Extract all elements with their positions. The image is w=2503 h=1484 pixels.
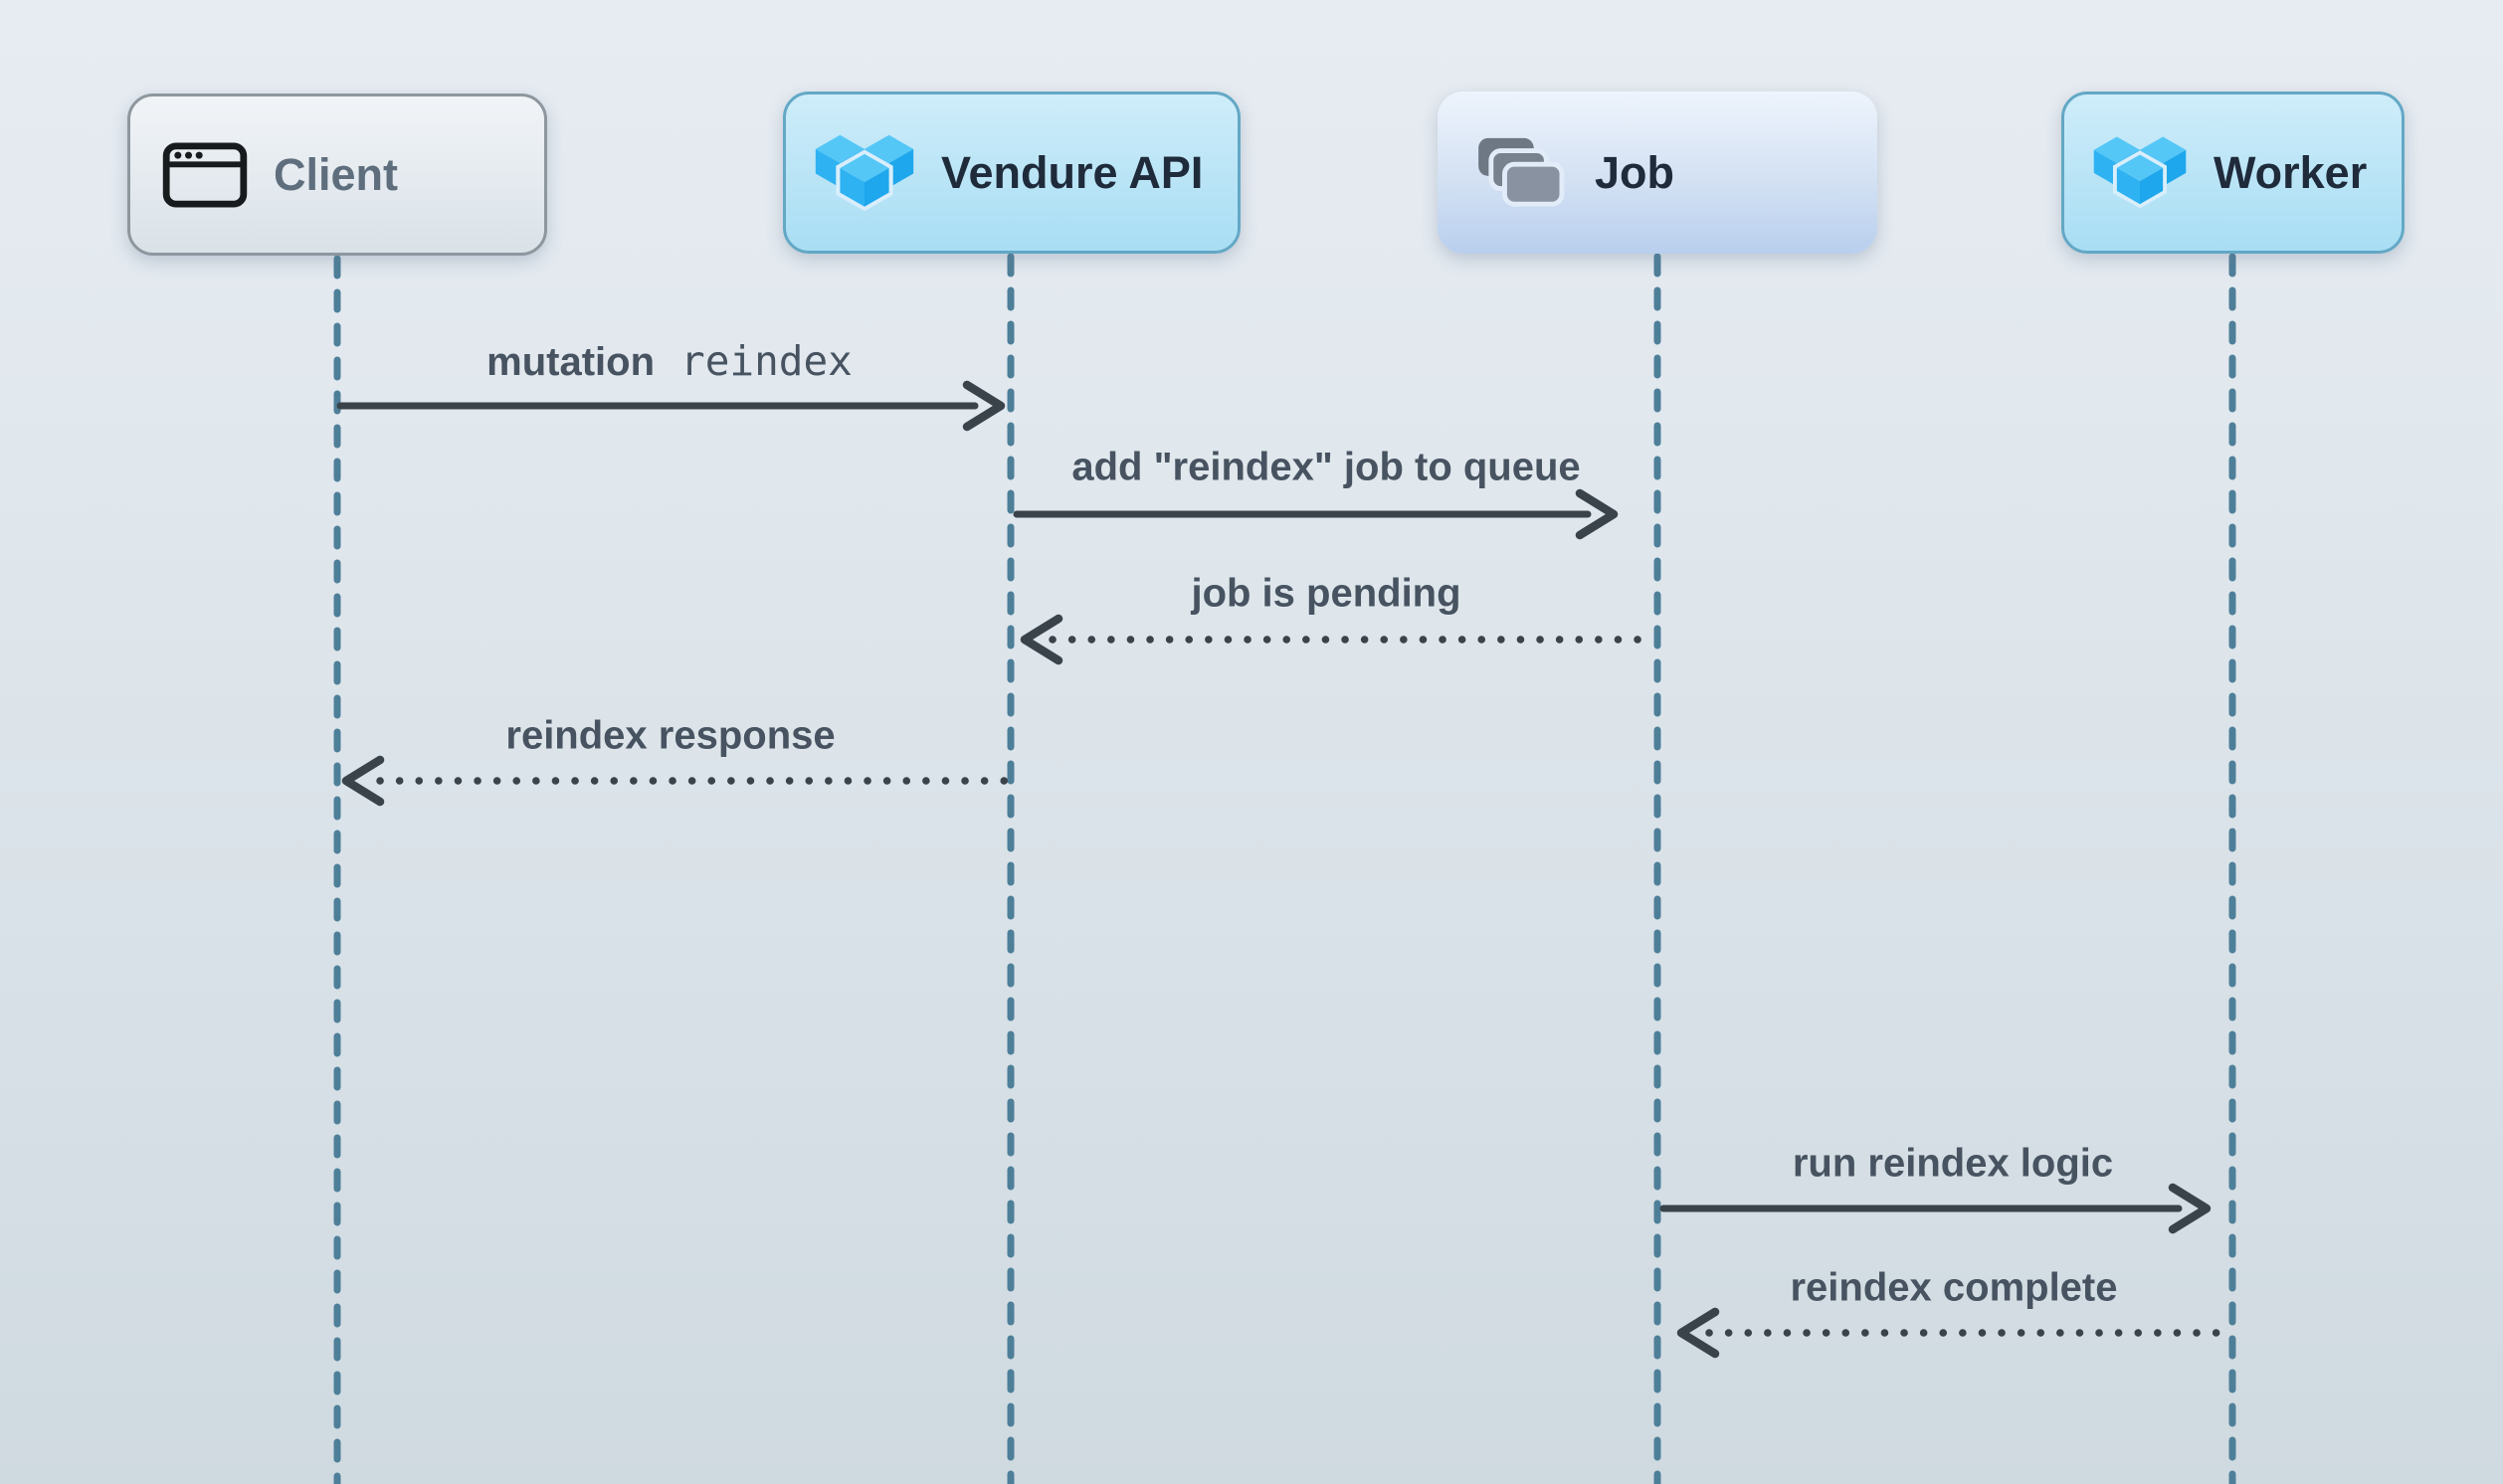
message-text: run reindex logic (1792, 1141, 2114, 1186)
message-label-mutation-reindex: mutation reindex (486, 337, 853, 385)
message-text: mutation (486, 340, 656, 384)
message-arrow-reindex-response (341, 755, 1011, 807)
message-code-text: reindex (680, 337, 853, 385)
actor-name: Client (274, 148, 399, 200)
message-text: job is pending (1191, 571, 1461, 616)
message-text: reindex response (505, 713, 836, 758)
stacked-cards-icon (1478, 137, 1565, 207)
actor-name: Worker (2214, 146, 2368, 198)
message-label-job-is-pending: job is pending (1191, 572, 1460, 617)
actor-name: Job (1595, 146, 1675, 198)
actor-vendure-api: Vendure API (783, 92, 1241, 254)
vendure-cubes-icon (2093, 136, 2187, 209)
message-label-reindex-response: reindex response (505, 714, 835, 759)
message-arrow-run-reindex-logic (1659, 1183, 2212, 1234)
message-text: add "reindex" job to queue (1071, 445, 1581, 489)
message-text: reindex complete (1790, 1265, 2118, 1310)
actor-job: Job (1438, 92, 1877, 254)
message-label-run-reindex-logic: run reindex logic (1793, 1142, 2113, 1187)
vendure-cubes-icon (815, 134, 914, 211)
message-arrow-mutation-reindex (336, 380, 1006, 432)
actor-name: Vendure API (941, 146, 1204, 198)
actor-client: Client (127, 93, 547, 256)
message-arrow-job-is-pending (1020, 614, 1657, 665)
actor-worker: Worker (2061, 92, 2405, 254)
message-label-add-reindex-job: add "reindex" job to queue (1071, 446, 1580, 490)
message-arrow-add-reindex-job (1013, 488, 1619, 540)
message-label-reindex-complete: reindex complete (1790, 1266, 2117, 1311)
message-arrow-reindex-complete (1676, 1307, 2232, 1359)
browser-window-icon (162, 141, 248, 208)
